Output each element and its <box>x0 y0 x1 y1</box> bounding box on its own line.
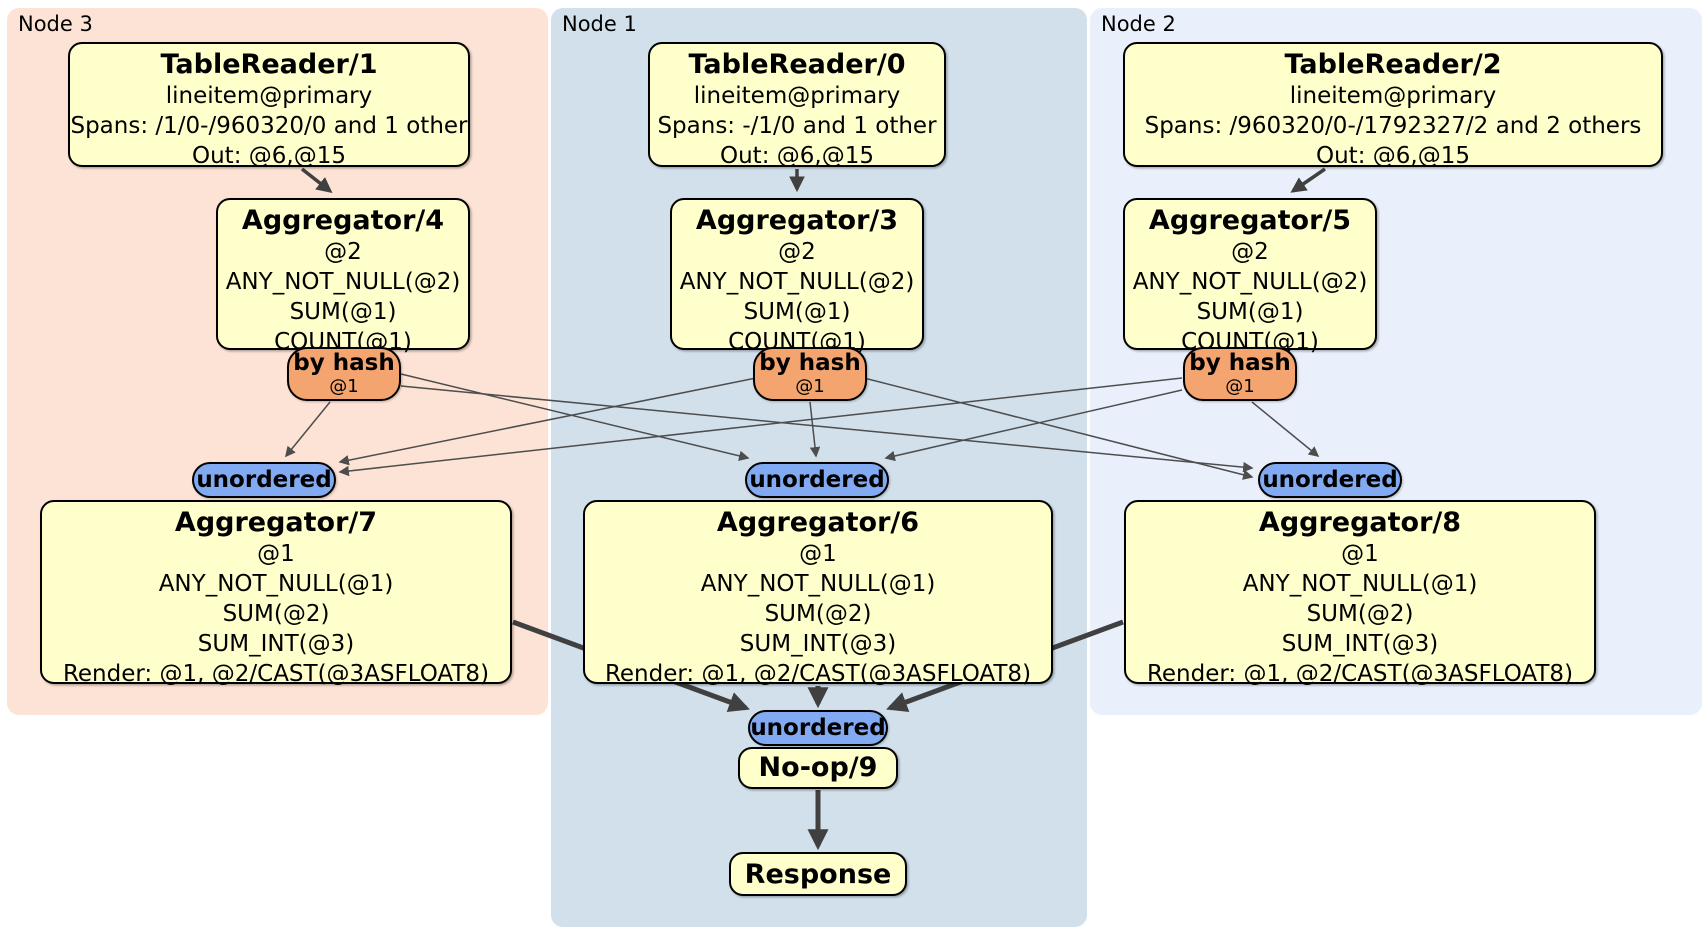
router-by-hash-node2: by hash @1 <box>1183 347 1297 401</box>
processor-detail: SUM(@1) <box>743 299 851 325</box>
processor-detail: Render: @1, @2/CAST(@3ASFLOAT8) <box>62 661 490 687</box>
processor-title: TableReader/1 <box>160 49 378 80</box>
processor-detail: Spans: -/1/0 and 1 other <box>657 113 937 139</box>
processor-title: Aggregator/5 <box>1148 205 1352 236</box>
sync-unordered-final: unordered <box>748 710 888 746</box>
processor-detail: @1 <box>257 541 295 567</box>
processor-detail: Render: @1, @2/CAST(@3ASFLOAT8) <box>604 661 1032 687</box>
processor-detail: ANY_NOT_NULL(@1) <box>700 571 936 597</box>
processor-detail: lineitem@primary <box>1289 83 1497 109</box>
processor-aggregator-3: Aggregator/3 @2 ANY_NOT_NULL(@2) SUM(@1)… <box>670 198 924 355</box>
processor-tablereader-1: TableReader/1 lineitem@primary Spans: /1… <box>68 42 470 169</box>
processor-detail: SUM(@1) <box>289 299 397 325</box>
edge-tr1-agg4 <box>300 167 333 193</box>
processor-detail: lineitem@primary <box>693 83 901 109</box>
router-label: by hash <box>1189 350 1291 376</box>
processor-detail: ANY_NOT_NULL(@1) <box>1242 571 1478 597</box>
edge-byhash3-unordered2 <box>400 385 1254 473</box>
processor-detail: Out: @6,@15 <box>1316 143 1470 169</box>
sync-unordered-node3: unordered <box>192 462 336 498</box>
sync-unordered-node2: unordered <box>1258 462 1402 498</box>
processor-detail: SUM(@2) <box>764 601 872 627</box>
processor-noop-9: No-op/9 <box>738 747 898 789</box>
processor-detail: lineitem@primary <box>165 83 373 109</box>
processor-detail: @2 <box>778 239 816 265</box>
processor-detail: ANY_NOT_NULL(@2) <box>225 269 461 295</box>
edge-byhash2-unordered1 <box>884 389 1183 462</box>
processor-detail: SUM(@2) <box>222 601 330 627</box>
processor-title: Response <box>744 859 892 890</box>
node-group-label-node3: Node 3 <box>18 12 93 36</box>
processor-detail: SUM_INT(@3) <box>197 631 355 657</box>
edge-tr2-agg5 <box>1290 167 1326 193</box>
processor-aggregator-5: Aggregator/5 @2 ANY_NOT_NULL(@2) SUM(@1)… <box>1123 198 1377 355</box>
processor-tablereader-2: TableReader/2 lineitem@primary Spans: /9… <box>1123 42 1663 169</box>
sync-label: unordered <box>196 467 332 493</box>
edge-byhash1-unordered1 <box>809 401 821 458</box>
router-sublabel: @1 <box>329 376 359 397</box>
router-by-hash-node3: by hash @1 <box>287 347 401 401</box>
processor-detail: Render: @1, @2/CAST(@3ASFLOAT8) <box>1146 661 1574 687</box>
processor-detail: SUM(@1) <box>1196 299 1304 325</box>
processor-detail: @1 <box>799 541 837 567</box>
processor-detail: SUM_INT(@3) <box>1281 631 1439 657</box>
processor-detail: SUM(@2) <box>1306 601 1414 627</box>
processor-title: No-op/9 <box>758 752 878 783</box>
processor-aggregator-7: Aggregator/7 @1 ANY_NOT_NULL(@1) SUM(@2)… <box>40 500 512 687</box>
node-group-label-node2: Node 2 <box>1101 12 1176 36</box>
processor-aggregator-6: Aggregator/6 @1 ANY_NOT_NULL(@1) SUM(@2)… <box>583 500 1053 687</box>
edge-byhash2-unordered2 <box>1251 401 1320 457</box>
processor-detail: @1 <box>1341 541 1379 567</box>
node-group-label-node1: Node 1 <box>562 12 637 36</box>
router-sublabel: @1 <box>1225 376 1255 397</box>
processor-detail: ANY_NOT_NULL(@2) <box>679 269 915 295</box>
router-sublabel: @1 <box>795 376 825 397</box>
processor-title: Aggregator/3 <box>695 205 899 236</box>
processor-detail: Out: @6,@15 <box>192 143 346 169</box>
router-label: by hash <box>293 350 395 376</box>
processor-response: Response <box>729 852 907 896</box>
sync-label: unordered <box>749 467 885 493</box>
processor-aggregator-4: Aggregator/4 @2 ANY_NOT_NULL(@2) SUM(@1)… <box>216 198 470 355</box>
edge-byhash1-unordered3 <box>338 377 757 466</box>
router-label: by hash <box>759 350 861 376</box>
router-by-hash-node1: by hash @1 <box>753 347 867 401</box>
processor-detail: SUM_INT(@3) <box>739 631 897 657</box>
processor-title: TableReader/0 <box>688 49 906 80</box>
processor-title: Aggregator/8 <box>1258 507 1462 538</box>
processor-detail: ANY_NOT_NULL(@1) <box>158 571 394 597</box>
processor-title: TableReader/2 <box>1284 49 1502 80</box>
sync-unordered-node1: unordered <box>745 462 889 498</box>
processor-title: Aggregator/6 <box>716 507 920 538</box>
processor-detail: Spans: /960320/0-/1792327/2 and 2 others <box>1144 113 1642 139</box>
processor-detail: Spans: /1/0-/960320/0 and 1 other <box>70 113 468 139</box>
processor-detail: @2 <box>1231 239 1269 265</box>
processor-title: Aggregator/4 <box>241 205 445 236</box>
processor-detail: @2 <box>324 239 362 265</box>
edge-byhash2-unordered3 <box>338 377 1183 477</box>
processor-title: Aggregator/7 <box>174 507 378 538</box>
processor-detail: ANY_NOT_NULL(@2) <box>1132 269 1368 295</box>
edge-byhash3-unordered3 <box>285 401 331 458</box>
processor-aggregator-8: Aggregator/8 @1 ANY_NOT_NULL(@1) SUM(@2)… <box>1124 500 1596 687</box>
processor-detail: Out: @6,@15 <box>720 143 874 169</box>
sync-label: unordered <box>750 715 886 741</box>
sync-label: unordered <box>1262 467 1398 493</box>
edge-byhash1-unordered2 <box>863 377 1254 480</box>
processor-tablereader-0: TableReader/0 lineitem@primary Spans: -/… <box>648 42 946 169</box>
edge-byhash3-unordered1 <box>400 373 750 462</box>
